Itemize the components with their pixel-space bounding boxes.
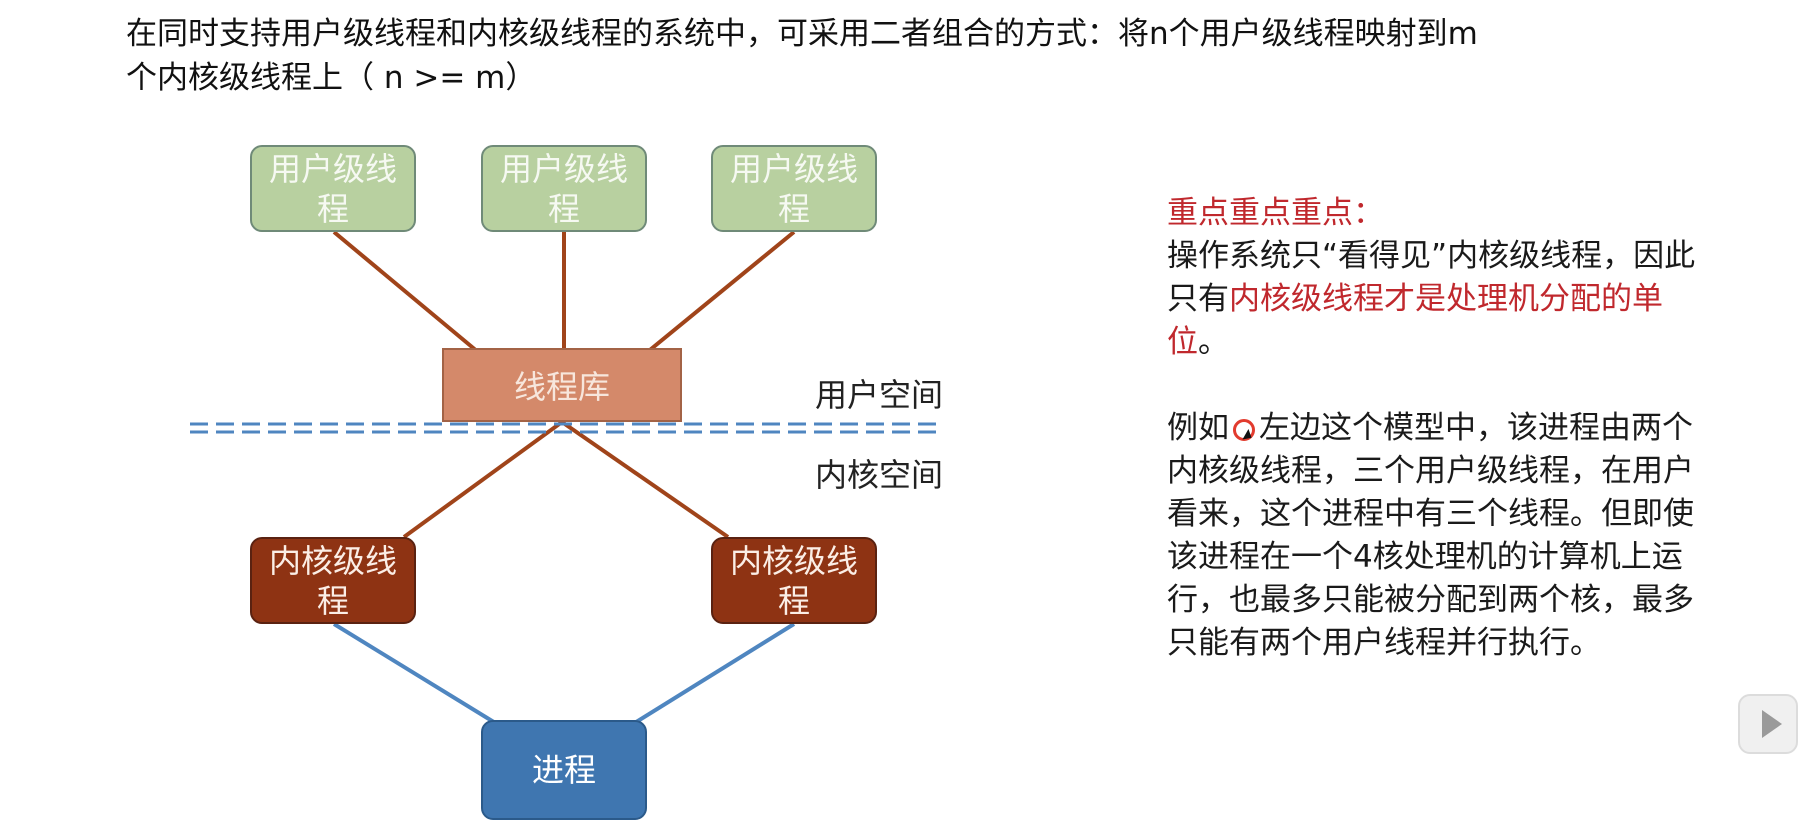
kernel-thread-1-label: 内核级线程 xyxy=(268,541,397,620)
user-thread-1: 用户级线程 xyxy=(250,145,416,232)
thread-library-label: 线程库 xyxy=(513,368,610,406)
thread-library: 线程库 xyxy=(442,348,682,422)
user-space-label: 用户空间 xyxy=(815,376,944,414)
process-label: 进程 xyxy=(531,751,596,789)
intro-line-2: 个内核级线程上（ n >= m） xyxy=(126,60,537,96)
connector-kernel-1 xyxy=(402,420,564,539)
diagram-connectors xyxy=(190,230,940,726)
user-thread-3: 用户级线程 xyxy=(711,145,877,232)
notes-p2-text-b: 左边这个模型中，该进程由两个内核级线程，三个用户级线程，在用户看来，这个进程中有… xyxy=(1167,410,1694,661)
notes-p2-text-a: 例如 xyxy=(1167,410,1229,446)
connector-kernel-2 xyxy=(560,420,730,539)
user-thread-3-label: 用户级线程 xyxy=(729,149,858,228)
user-thread-1-label: 用户级线程 xyxy=(268,149,397,228)
connector-process-1 xyxy=(332,622,499,726)
intro-line-1: 在同时支持用户级线程和内核级线程的系统中，可采用二者组合的方式：将n个用户级线程… xyxy=(126,16,1478,52)
notes-heading: 重点重点重点： xyxy=(1167,195,1384,231)
cursor-icon xyxy=(1233,418,1255,441)
notes-spacer xyxy=(1167,364,1707,407)
kernel-thread-1: 内核级线程 xyxy=(250,537,416,624)
process-node: 进程 xyxy=(481,720,647,820)
intro-text: 在同时支持用户级线程和内核级线程的系统中，可采用二者组合的方式：将n个用户级线程… xyxy=(126,12,1706,100)
notes-p1-text-a: 操作系统只“看得见”内核级线程，因此只有 xyxy=(1167,238,1696,317)
user-thread-2-label: 用户级线程 xyxy=(499,149,628,228)
notes-paragraph-1: 操作系统只“看得见”内核级线程，因此只有内核级线程才是处理机分配的单位。 xyxy=(1167,235,1707,364)
notes-paragraph-2: 例如左边这个模型中，该进程由两个内核级线程，三个用户级线程，在用户看来，这个进程… xyxy=(1167,407,1707,665)
notes-panel: 重点重点重点： 操作系统只“看得见”内核级线程，因此只有内核级线程才是处理机分配… xyxy=(1167,192,1707,665)
user-thread-2: 用户级线程 xyxy=(481,145,647,232)
kernel-thread-2: 内核级线程 xyxy=(711,537,877,624)
thread-model-diagram: 用户级线程 用户级线程 用户级线程 线程库 用户空间 内核空间 内核级线程 内核… xyxy=(190,145,944,820)
play-icon[interactable] xyxy=(1738,694,1798,754)
notes-p1-highlight: 内核级线程才是处理机分配的单位 xyxy=(1167,281,1663,360)
kernel-space-label: 内核空间 xyxy=(815,456,944,494)
notes-p1-text-b: 。 xyxy=(1198,324,1229,360)
connector-process-2 xyxy=(631,622,796,726)
kernel-thread-2-label: 内核级线程 xyxy=(729,541,858,620)
